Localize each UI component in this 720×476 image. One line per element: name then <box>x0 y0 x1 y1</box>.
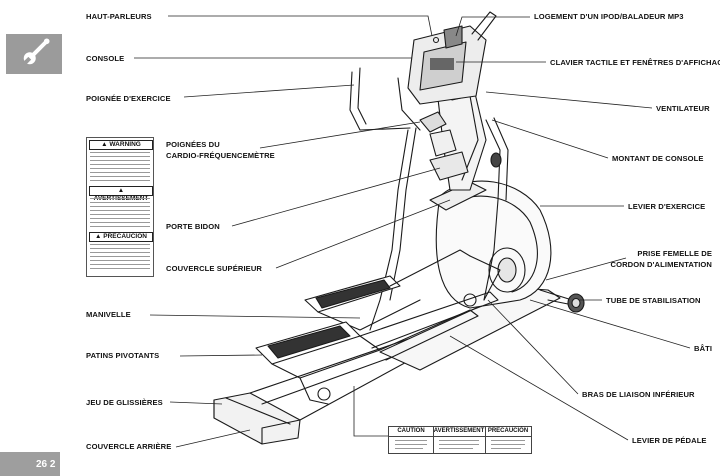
page-number-block: 26 2 <box>0 452 60 476</box>
avertissement-header: ▲ AVERTISSEMENT <box>89 186 153 202</box>
label-poignees-cardio-line1: POIGNÉES DU <box>166 140 220 149</box>
warning-sticker: ▲ WARNING ▲ AVERTISSEMENT ▲ PRECAUCION <box>86 137 154 277</box>
avertissement-cell: AVERTISSEMENT <box>433 428 485 434</box>
label-levier-pedale: LEVIER DE PÉDALE <box>632 436 707 445</box>
label-tube-stabilisation: TUBE DE STABILISATION <box>606 296 701 305</box>
label-haut-parleurs: HAUT-PARLEURS <box>86 12 152 21</box>
label-prise-femelle-line1: PRISE FEMELLE DE <box>637 249 712 258</box>
label-manivelle: MANIVELLE <box>86 310 131 319</box>
section-tab <box>6 34 62 74</box>
label-bati: BÂTI <box>694 344 713 353</box>
label-couvercle-arriere: COUVERCLE ARRIÈRE <box>86 442 172 451</box>
label-bras-liaison: BRAS DE LIAISON INFÉRIEUR <box>582 390 695 399</box>
warning-text: WARNING <box>109 141 141 148</box>
label-ventilateur: VENTILATEUR <box>656 104 710 113</box>
label-patins-pivotants: PATINS PIVOTANTS <box>86 351 160 360</box>
label-clavier-tactile: CLAVIER TACTILE ET FENÊTRES D'AFFICHAGE <box>550 58 720 67</box>
caution-cell: CAUTION <box>397 428 425 434</box>
label-couvercle-superieur: COUVERCLE SUPÉRIEUR <box>166 264 262 273</box>
page-number: 26 2 <box>36 459 56 470</box>
label-poignees-cardio-line2: CARDIO-FRÉQUENCEMÈTRE <box>166 151 275 160</box>
label-porte-bidon: PORTE BIDON <box>166 222 220 231</box>
caution-sticker: CAUTION AVERTISSEMENT PRECAUCIÓN <box>388 426 532 454</box>
label-console: CONSOLE <box>86 54 125 63</box>
precaucion-text: PRECAUCION <box>103 233 147 240</box>
label-poignee-exercice: POIGNÉE D'EXERCICE <box>86 94 171 103</box>
warning-header: ▲ WARNING <box>89 140 153 150</box>
label-montant-console: MONTANT DE CONSOLE <box>612 154 704 163</box>
precaucion-cell: PRECAUCIÓN <box>487 428 529 434</box>
label-prise-femelle-line2: CORDON D'ALIMENTATION <box>610 260 712 269</box>
precaucion-header: ▲ PRECAUCION <box>89 232 153 242</box>
label-jeu-glissieres: JEU DE GLISSIÈRES <box>86 398 163 407</box>
label-logement-ipod: LOGEMENT D'UN IPOD/BALADEUR MP3 <box>534 12 684 21</box>
label-levier-exercice: LEVIER D'EXERCICE <box>628 202 706 211</box>
wrench-icon <box>22 38 50 66</box>
